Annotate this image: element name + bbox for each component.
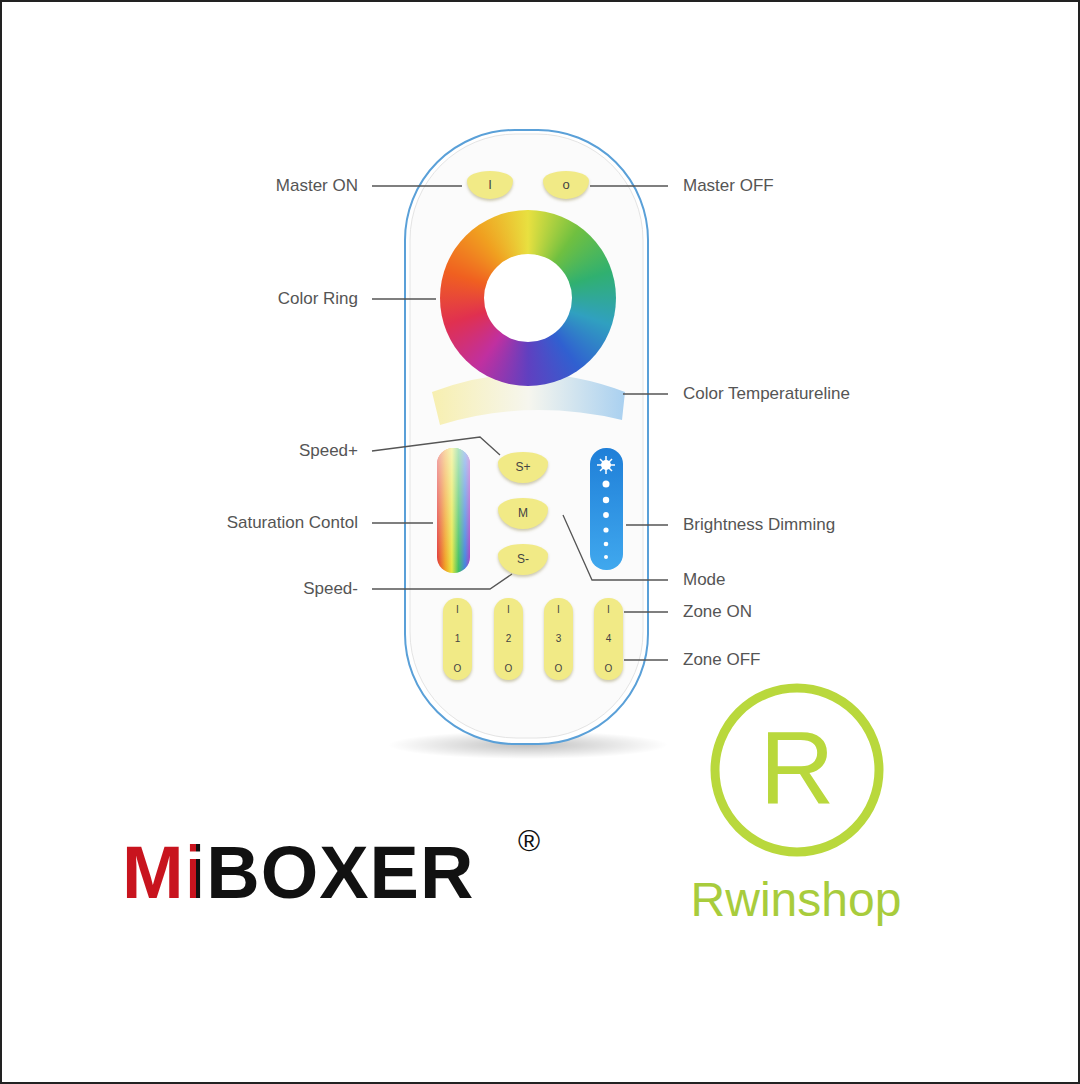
callout-label: Brightness Dimming <box>683 515 835 535</box>
callout-label: Color Ring <box>278 289 358 309</box>
shop-name: Rwinshop <box>691 873 902 927</box>
callout-label: Saturation Contol <box>227 513 358 533</box>
button-label: O <box>555 663 563 675</box>
registered-mark: ® <box>518 825 540 857</box>
button-label: 3 <box>556 633 562 645</box>
zone-button: I 1O <box>443 598 472 680</box>
callout-label: Speed- <box>303 579 358 599</box>
color-ring-center <box>484 254 572 342</box>
callout-label: Zone ON <box>683 602 752 622</box>
zone-button: I 4O <box>594 598 623 680</box>
button-label: O <box>505 663 513 675</box>
button-label: I <box>488 178 492 193</box>
shop-logo-letter: R <box>759 713 834 823</box>
callout-label: Master ON <box>276 176 358 196</box>
callout-label: Speed+ <box>299 441 358 461</box>
zone-button: I 3O <box>544 598 573 680</box>
callout-label: Color Temperatureline <box>683 384 850 404</box>
button-label: I <box>557 604 560 616</box>
button-label: S- <box>517 553 529 567</box>
brand-logo: MiBOXER <box>122 833 474 913</box>
button-label: I <box>507 604 510 616</box>
button-label: O <box>605 663 613 675</box>
callout-label: Master OFF <box>683 176 774 196</box>
callout-label: Mode <box>683 570 726 590</box>
button-label: 1 <box>455 633 461 645</box>
button-label: o <box>562 178 569 193</box>
zone-button: I 2O <box>494 598 523 680</box>
button-label: I <box>456 604 459 616</box>
button-label: I <box>607 604 610 616</box>
button-label: O <box>454 663 462 675</box>
button-label: 2 <box>506 633 512 645</box>
button-label: M <box>518 507 528 521</box>
button-label: S+ <box>515 461 530 475</box>
callout-label: Zone OFF <box>683 650 760 670</box>
button-label: 4 <box>606 633 612 645</box>
